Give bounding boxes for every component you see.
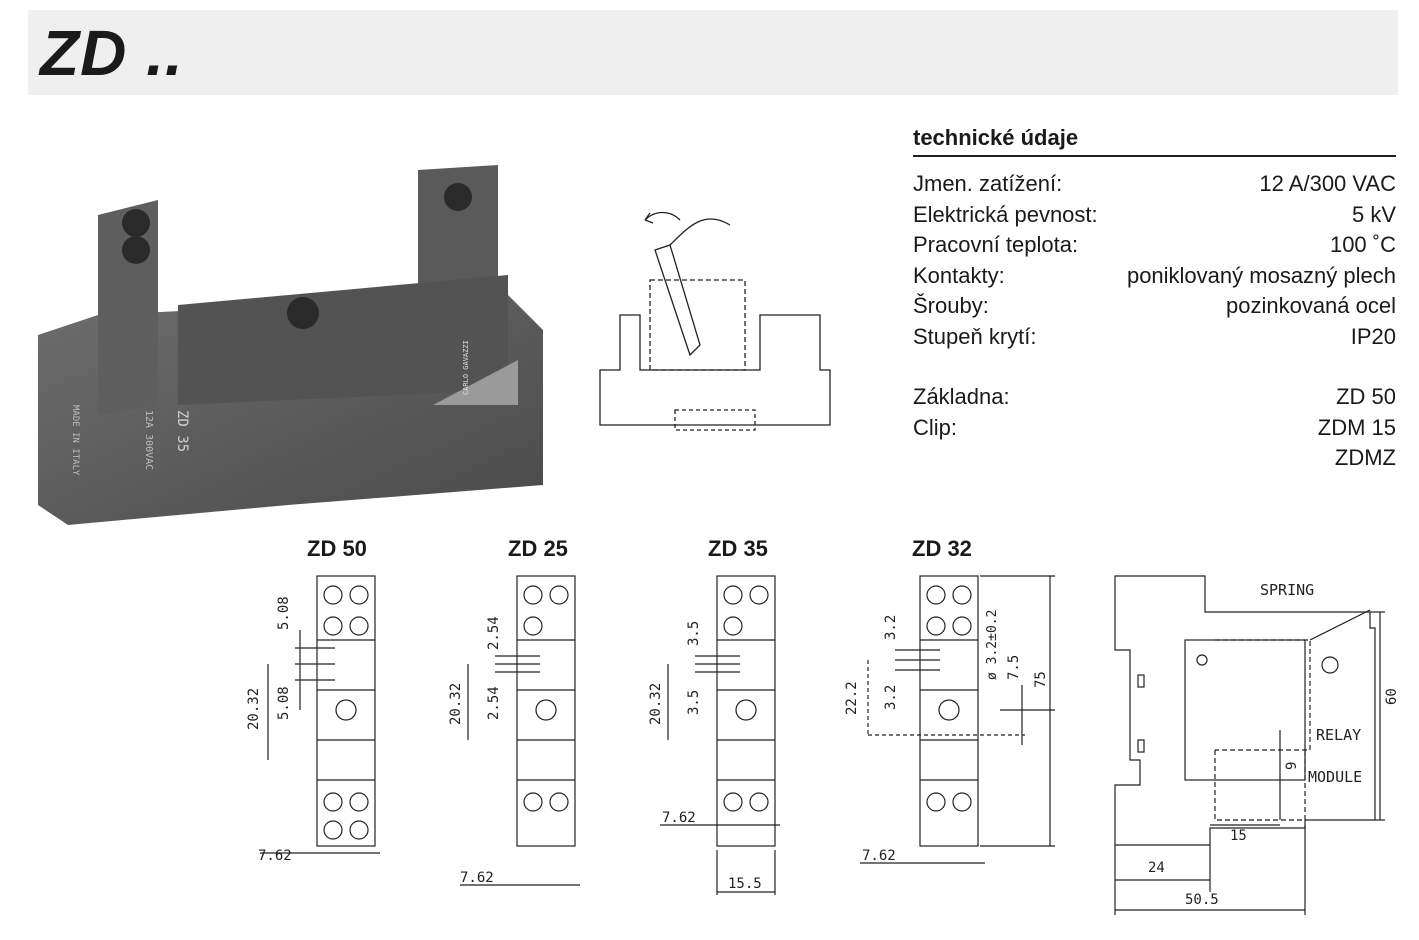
- zd32-dim-height: 22.2: [844, 681, 860, 715]
- side-label-spring: SPRING: [1260, 581, 1314, 599]
- side-label-module: MODULE: [1308, 768, 1362, 786]
- zd50-dim-pitch-top: 5.08: [276, 596, 292, 630]
- spec-value: ZDM 15: [1317, 414, 1396, 440]
- side-dim-rail: 24: [1148, 860, 1165, 876]
- spec-label: Jmen. zatížení:: [913, 171, 1063, 196]
- zd25-dim-height: 20.32: [448, 683, 464, 725]
- spec-value: 12 A/300 VAC: [1259, 171, 1396, 196]
- photo-label-model: ZD 35: [174, 410, 190, 452]
- zd35-dim-width: 7.62: [662, 810, 696, 826]
- zd35-drawing: 3.5 3.5 20.32 7.62 15.5: [648, 575, 780, 895]
- side-dim-height: 60: [1384, 688, 1400, 705]
- zd35-dim-height: 20.32: [648, 683, 664, 725]
- spec-value: IP20: [1350, 323, 1396, 349]
- spec-value: 100 ˚C: [1329, 232, 1396, 257]
- model-label-zd32: ZD 32: [912, 536, 972, 561]
- zd32-dim-pitch-bottom: 3.2: [883, 685, 899, 710]
- spec-row: ZDMZ: [913, 443, 1396, 474]
- spec-heading: technické údaje: [913, 125, 1396, 157]
- spec-value: poniklovaný mosazný plech: [1126, 262, 1396, 288]
- spec-label: Šrouby:: [913, 293, 989, 318]
- spec-label: Elektrická pevnost:: [913, 201, 1098, 227]
- spec-panel: technické údaje Jmen. zatížení: 12 A/300 …: [913, 125, 1396, 474]
- spec-value: ZD 50: [1336, 384, 1396, 409]
- spec-row: Pracovní teplota: 100 ˚C: [913, 230, 1396, 261]
- photo-label-rating: 12A 300VAC: [143, 410, 154, 470]
- spec-value: 5 kV: [1351, 201, 1396, 227]
- spec-row: Elektrická pevnost: 5 kV: [913, 200, 1396, 231]
- side-label-relay: RELAY: [1316, 726, 1361, 744]
- spec-value: pozinkovaná ocel: [1225, 293, 1396, 318]
- zd50-dim-pitch-bottom: 5.08: [276, 686, 292, 720]
- zd32-drawing: 3.2 3.2 22.2 ø 3.2±0.2 7.5 75 7.62: [844, 575, 1055, 864]
- clip-sketch: [599, 211, 831, 431]
- photo-label-origin: MADE IN ITALY: [70, 405, 80, 476]
- spec-row: Základna: ZD 50: [913, 382, 1396, 413]
- spec-row: Clip: ZDM 15: [913, 413, 1396, 444]
- spec-row: Stupeň krytí: IP20: [913, 322, 1396, 353]
- model-label-zd25: ZD 25: [508, 536, 568, 561]
- photo-label-brand: CARLO GAVAZZI: [462, 340, 470, 395]
- header-bar: ZD ..: [28, 10, 1398, 95]
- spec-value: ZDMZ: [1334, 445, 1396, 470]
- zd32-dim-hole: ø 3.2±0.2: [985, 610, 1000, 680]
- side-view-drawing: SPRING RELAY MODULE 60 9 15 24 50.5: [1114, 575, 1400, 915]
- spec-label: Kontakty:: [913, 262, 1005, 288]
- spec-label: Stupeň krytí:: [913, 323, 1037, 349]
- spec-label: Pracovní teplota:: [913, 232, 1079, 257]
- product-photo: ZD 35 12A 300VAC MADE IN ITALY CARLO GAV…: [38, 165, 543, 525]
- zd25-drawing: 2.54 2.54 20.32 7.62: [448, 575, 580, 886]
- spec-row: Kontakty: poniklovaný mosazný plech: [913, 261, 1396, 292]
- zd35-dim-pitch-top: 3.5: [686, 621, 702, 646]
- spec-row: Jmen. zatížení: 12 A/300 VAC: [913, 169, 1396, 200]
- zd50-dim-width: 7.62: [258, 848, 292, 864]
- zd50-dim-height: 20.32: [246, 688, 262, 730]
- zd32-dim-width: 7.62: [862, 848, 896, 864]
- zd25-dim-pitch-bottom: 2.54: [486, 686, 502, 720]
- spec-row: Šrouby: pozinkovaná ocel: [913, 291, 1396, 322]
- side-dim-module: 9: [1284, 762, 1300, 770]
- zd32-dim-length: 75: [1033, 671, 1049, 688]
- zd32-dim-pitch-top: 3.2: [883, 615, 899, 640]
- zd35-dim-pitch-bottom: 3.5: [686, 690, 702, 715]
- side-dim-clip: 15: [1230, 828, 1247, 844]
- model-label-zd50: ZD 50: [307, 536, 367, 561]
- spec-label: Clip:: [913, 414, 958, 440]
- spec-label: Základna:: [913, 384, 1010, 409]
- zd35-dim-total: 15.5: [728, 876, 762, 892]
- zd25-dim-width: 7.62: [460, 870, 494, 886]
- side-dim-width: 50.5: [1185, 892, 1219, 908]
- zd25-dim-pitch-top: 2.54: [486, 616, 502, 650]
- model-label-zd35: ZD 35: [708, 536, 768, 561]
- zd32-dim-hole-offset: 7.5: [1006, 655, 1022, 680]
- zd50-drawing: 5.08 5.08 20.32 7.62: [246, 575, 380, 864]
- page-title: ZD ..: [40, 17, 184, 89]
